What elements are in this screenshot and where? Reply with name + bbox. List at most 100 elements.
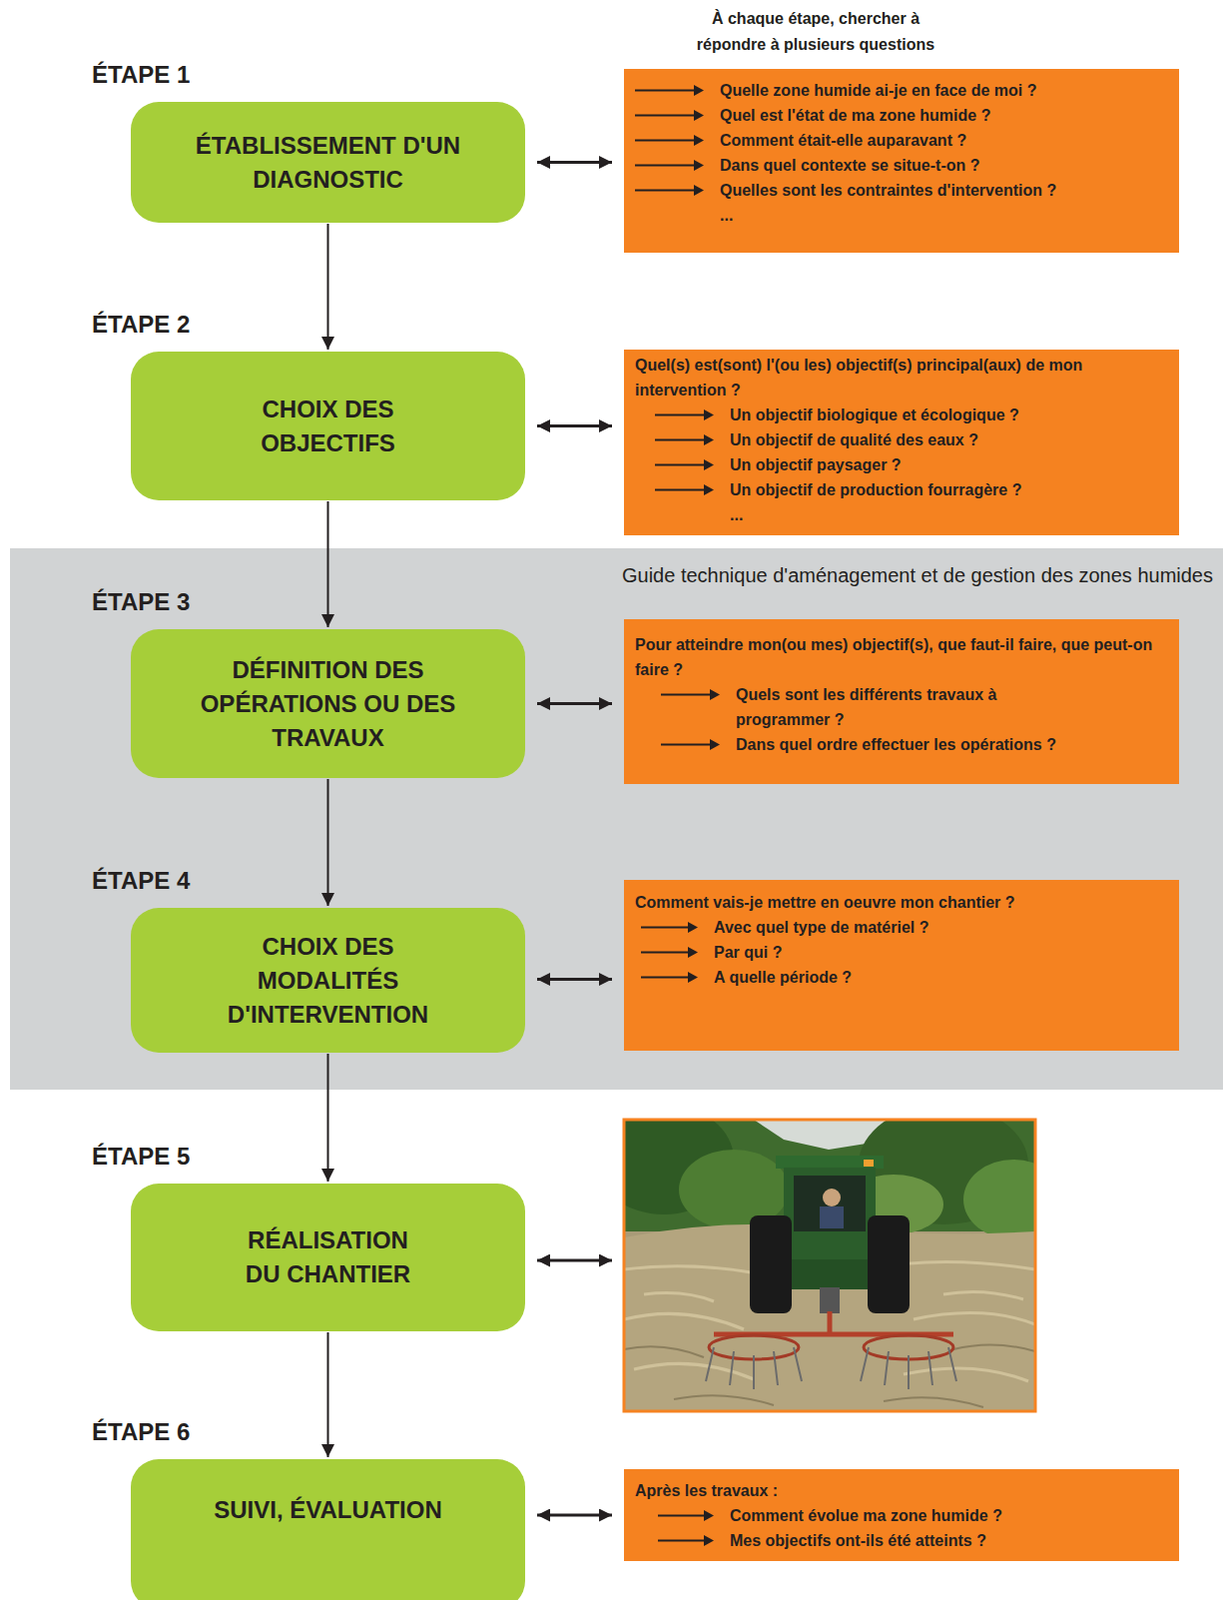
step-title: SUIVI, ÉVALUATION [213, 1492, 442, 1527]
tractor-wheel [749, 1215, 792, 1313]
bullet-arrow [657, 1507, 714, 1523]
question-box: Quelle zone humide ai-je en face de moi … [623, 68, 1180, 253]
bullet-arrow [640, 944, 698, 960]
step-title: CHOIX DES OBJECTIFS [228, 392, 429, 461]
question-intro: Quel(s) est(sont) l'(ou les) objectif(s)… [634, 352, 1170, 403]
question-text: ... [719, 202, 1170, 228]
question-row: ... [634, 502, 1170, 528]
question-row: Après les travaux : [634, 1477, 1170, 1503]
bullet-arrow-line [660, 693, 712, 696]
bullet-arrow-line [654, 414, 706, 417]
step-number: ÉTAPE 4 [91, 866, 190, 895]
bullet-arrow [634, 132, 704, 148]
bullet-arrow-line [634, 139, 696, 142]
photo-frame [623, 1119, 1036, 1411]
step-number: ÉTAPE 2 [91, 310, 190, 339]
question-row: A quelle période ? [634, 964, 1170, 990]
question-row: Un objectif de production fourragère ? [634, 477, 1170, 503]
bullet-arrow [640, 969, 698, 985]
step-title: CHOIX DES MODALITÉS D'INTERVENTION [208, 929, 449, 1032]
question-intro: Après les travaux : [634, 1477, 1170, 1503]
question-row: Mes objectifs ont-ils été atteints ? [634, 1527, 1170, 1553]
step-title: DÉFINITION DES OPÉRATIONS OU DES TRAVAUX [183, 652, 474, 755]
question-box: Après les travaux :Comment évolue ma zon… [623, 1468, 1180, 1561]
bullet-arrow-line [634, 164, 696, 167]
bullet-arrow [634, 82, 704, 98]
question-row: Comment évolue ma zone humide ? [634, 1502, 1170, 1528]
bullet-arrow-head [709, 738, 720, 750]
bullet-arrow [660, 736, 720, 752]
question-row: Quel est l'état de ma zone humide ? [634, 102, 1170, 128]
tractor-photo [594, 1104, 1064, 1411]
bullet-arrow [657, 1532, 714, 1548]
flow-arrow [327, 1053, 330, 1182]
bullet-arrow-line [634, 189, 696, 192]
double-arrow [537, 160, 612, 164]
question-text: Un objectif biologique et écologique ? [729, 402, 1170, 428]
driver [819, 1206, 844, 1228]
question-text: Avec quel type de matériel ? [713, 914, 1170, 940]
bullet-arrow-head [703, 1534, 714, 1546]
step-box: ÉTAPE 5RÉALISATION DU CHANTIER [130, 1183, 526, 1331]
question-text: Dans quel contexte se situe-t-on ? [719, 152, 1170, 178]
step-box: ÉTAPE 2CHOIX DES OBJECTIFS [130, 351, 526, 501]
step-title: ÉTABLISSEMENT D'UN DIAGNOSTIC [178, 128, 479, 197]
bullet-arrow-head [687, 971, 698, 983]
hay-texture [623, 1343, 1036, 1407]
bullet-arrow [660, 686, 720, 702]
step-number: ÉTAPE 5 [91, 1142, 190, 1171]
bullet-arrow [654, 432, 714, 448]
question-text: Dans quel ordre effectuer les opérations… [735, 731, 1170, 757]
question-text: Comment évolue ma zone humide ? [729, 1502, 1170, 1528]
flow-arrow [327, 223, 330, 350]
bullet-arrow-line [634, 89, 696, 92]
step-title: RÉALISATION DU CHANTIER [233, 1223, 424, 1291]
question-text: Quel est l'état de ma zone humide ? [719, 102, 1170, 128]
question-text: Quels sont les différents travaux à prog… [735, 681, 1036, 732]
bullet-arrow-head [703, 459, 714, 471]
bullet-arrow-head [693, 134, 704, 146]
question-row: ... [634, 202, 1170, 228]
flow-arrow [327, 778, 330, 906]
question-row: Un objectif de qualité des eaux ? [634, 427, 1170, 453]
bullet-arrow-head [687, 946, 698, 958]
step-number: ÉTAPE 3 [91, 588, 190, 616]
bullet-arrow-head [693, 184, 704, 196]
bullet-arrow [640, 919, 698, 935]
question-text: Un objectif paysager ? [729, 452, 1170, 478]
question-text: Comment était-elle auparavant ? [719, 127, 1170, 153]
question-intro: Pour atteindre mon(ou mes) objectif(s), … [634, 631, 1170, 682]
guide-band: Guide technique d'aménagement et de gest… [9, 548, 1223, 1090]
double-arrow [537, 701, 612, 705]
bullet-arrow-line [654, 464, 706, 467]
step-number: ÉTAPE 1 [91, 60, 190, 89]
question-text: Quelle zone humide ai-je en face de moi … [719, 77, 1170, 103]
bullet-arrow-head [687, 921, 698, 933]
tree [963, 1159, 1036, 1239]
step-box: ÉTAPE 3DÉFINITION DES OPÉRATIONS OU DES … [130, 628, 526, 778]
tractor-window [793, 1175, 866, 1231]
double-arrow [537, 1513, 612, 1517]
bullet-arrow [634, 182, 704, 198]
double-arrow [537, 1258, 612, 1262]
bullet-arrow-head [703, 484, 714, 496]
flow-arrow [327, 501, 330, 627]
rake-tines [705, 1346, 957, 1389]
bullet-arrow-head [703, 409, 714, 421]
bullet-arrow-head [693, 109, 704, 121]
bullet-arrow-line [657, 1514, 706, 1517]
rake-frame [713, 1310, 954, 1334]
bullet-arrow-line [654, 439, 706, 442]
question-text: Mes objectifs ont-ils été atteints ? [729, 1527, 1170, 1553]
bullet-arrow-head [693, 84, 704, 96]
step-box: ÉTAPE 1ÉTABLISSEMENT D'UN DIAGNOSTIC [130, 101, 526, 223]
bullet-arrow-line [640, 976, 690, 979]
step-box: ÉTAPE 4CHOIX DES MODALITÉS D'INTERVENTIO… [130, 907, 526, 1053]
band-title: Guide technique d'aménagement et de gest… [621, 562, 1214, 589]
note-label: À chaque étape, chercher à répondre à pl… [675, 5, 956, 58]
question-row: Un objectif biologique et écologique ? [634, 402, 1170, 428]
question-box: Pour atteindre mon(ou mes) objectif(s), … [623, 618, 1180, 784]
tractor-light [863, 1159, 874, 1167]
driver [822, 1188, 841, 1207]
bullet-arrow-line [654, 489, 706, 492]
